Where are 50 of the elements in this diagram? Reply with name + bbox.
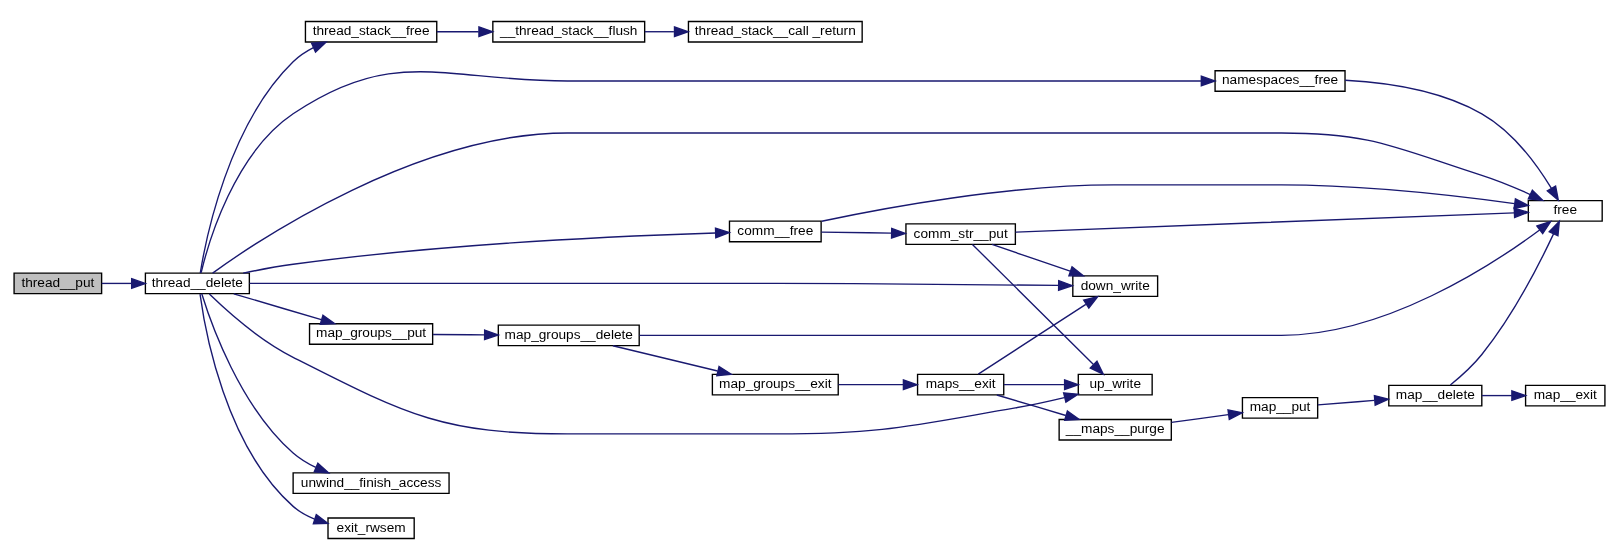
node-box: map_groups__exit: [711, 373, 839, 396]
node-box: up_write: [1077, 373, 1153, 396]
arrow: [1481, 389, 1528, 401]
arrow: [612, 344, 734, 377]
node-box: exit_rwsem: [327, 516, 415, 539]
node-box: thread__delete: [144, 271, 251, 294]
arrow: [991, 243, 1086, 277]
arrow: [208, 292, 1081, 435]
node-box: map__exit: [1524, 384, 1606, 407]
node-box: map_groups__delete: [497, 323, 640, 346]
node-box: __maps__purge: [1058, 418, 1172, 441]
arrow: [977, 295, 1100, 375]
node-box: comm_str__put: [905, 222, 1017, 245]
node-box: thread_stack__free: [304, 20, 438, 43]
arrow: [996, 393, 1082, 421]
arrow: [1449, 218, 1561, 386]
arrow: [199, 292, 330, 524]
arrow: [820, 183, 1531, 222]
arrow: [101, 277, 148, 289]
arrow: [971, 243, 1105, 376]
arrow: [1344, 79, 1560, 202]
node-box: unwind__finish_access: [292, 471, 450, 494]
arrow: [1014, 206, 1531, 233]
arrow: [820, 226, 908, 239]
arrow: [638, 219, 1553, 336]
node-box: comm__free: [728, 220, 822, 242]
arrow: [199, 40, 328, 274]
node-box: down_write: [1072, 274, 1159, 297]
arrow: [1317, 394, 1391, 406]
node-box: map_groups__put: [308, 322, 434, 345]
node-box: maps__exit: [916, 373, 1005, 396]
node-box: map__put: [1241, 396, 1319, 419]
arrow: [1170, 408, 1245, 423]
node-box: namespaces__free: [1214, 69, 1346, 92]
arrow: [242, 226, 732, 274]
node-box: __thread_stack__flush: [492, 20, 646, 43]
node-box: thread__put: [13, 271, 103, 294]
arrow: [644, 25, 691, 37]
arrow: [248, 279, 1075, 291]
arrow: [432, 328, 501, 341]
node-box: free: [1527, 199, 1603, 222]
arrow: [200, 70, 1218, 273]
arrow: [837, 378, 920, 390]
arrow: [1003, 378, 1081, 390]
arrow: [233, 292, 337, 325]
arrow: [211, 131, 1545, 274]
node-box: map__delete: [1388, 384, 1483, 407]
arrow: [436, 25, 495, 37]
arrow: [201, 292, 331, 474]
node-box: thread_stack__call _return: [687, 20, 863, 43]
